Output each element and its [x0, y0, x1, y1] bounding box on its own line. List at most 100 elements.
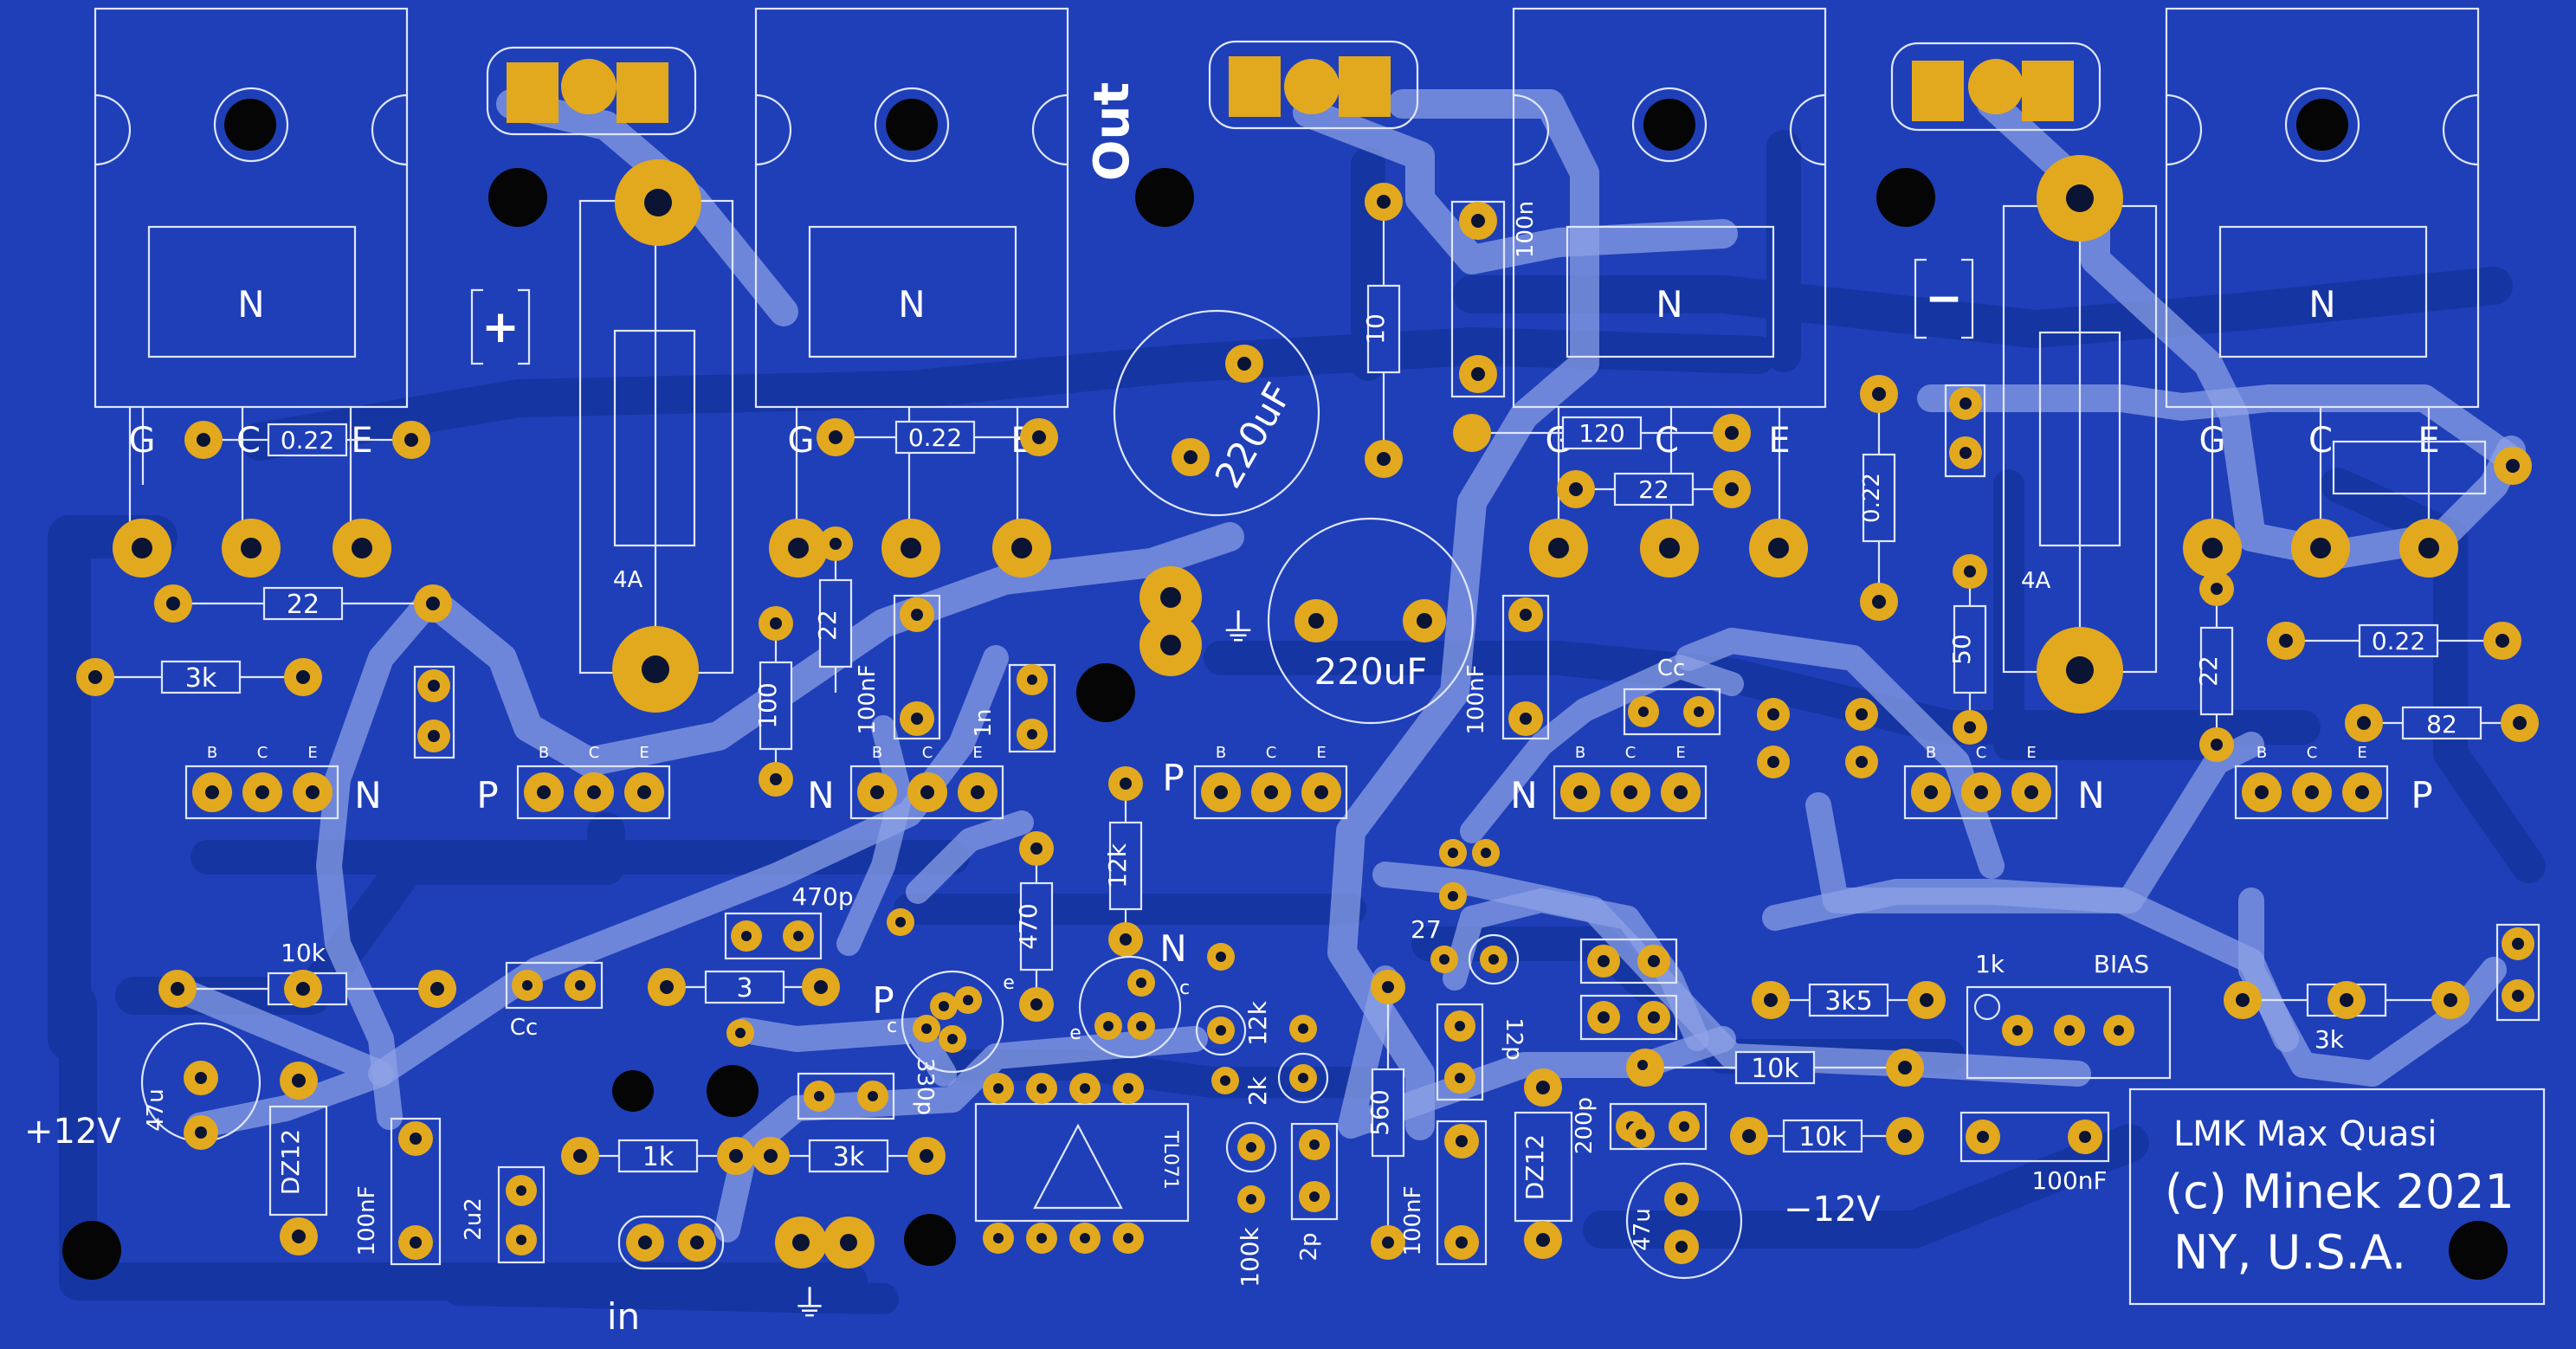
- svg-text:27: 27: [1411, 915, 1442, 944]
- svg-text:12k: 12k: [1243, 1000, 1272, 1046]
- resistor-r022e: [2332, 440, 2532, 495]
- svg-text:2u2: 2u2: [461, 1197, 487, 1241]
- resistor-r10kc: 10k: [1730, 1117, 1924, 1155]
- svg-text:50: 50: [1947, 634, 1976, 665]
- input-connectors: [617, 1215, 875, 1270]
- svg-text:1k: 1k: [1975, 950, 2005, 978]
- svg-text:BIAS: BIAS: [2094, 950, 2149, 978]
- pin-label-c: C: [2308, 421, 2333, 461]
- svg-text:0.22: 0.22: [908, 423, 962, 452]
- svg-text:100k: 100k: [1236, 1226, 1264, 1287]
- svg-text:3k: 3k: [833, 1142, 865, 1172]
- svg-text:100: 100: [753, 682, 782, 728]
- resistor-r3kb: 3k: [752, 1137, 946, 1175]
- svg-text:N: N: [354, 774, 381, 816]
- resistor-r3kc: 3k: [2224, 981, 2469, 1054]
- svg-text:C: C: [589, 744, 600, 762]
- svg-text:47u: 47u: [1630, 1208, 1656, 1251]
- resistor-r1k: 1k: [561, 1137, 755, 1175]
- svg-text:200p: 200p: [1572, 1097, 1598, 1154]
- cap-2u2: 2u2: [461, 1165, 546, 1264]
- svg-text:P: P: [1162, 757, 1184, 799]
- svg-text:B: B: [207, 744, 217, 762]
- driver-2: B C E P: [476, 744, 671, 820]
- svg-text:22: 22: [1638, 475, 1669, 504]
- cap-value-label: 220uF: [1314, 650, 1428, 693]
- resistor-r2k-label: 2k: [1243, 1075, 1272, 1106]
- svg-text:P: P: [2411, 774, 2432, 816]
- svg-text:2k: 2k: [1243, 1075, 1272, 1106]
- resistor-r022d: 0.22: [2267, 622, 2521, 660]
- misc-pads: [413, 384, 2540, 1213]
- resistors: 0.22 0.22 120 22 22: [76, 183, 2539, 1288]
- svg-text:Cc: Cc: [1657, 655, 1685, 681]
- svg-text:E: E: [1675, 744, 1685, 762]
- svg-text:100nF: 100nF: [2031, 1166, 2107, 1195]
- driver-4: B C E P: [1162, 744, 1348, 820]
- svg-text:E: E: [1316, 744, 1326, 762]
- svg-text:B: B: [1575, 744, 1585, 762]
- svg-text:e: e: [1069, 1023, 1081, 1044]
- resistor-r22b: 22: [813, 526, 853, 693]
- svg-text:B: B: [1216, 744, 1226, 762]
- label-plus: +: [481, 301, 520, 353]
- cap-100nF-a: 100nF: [855, 594, 941, 740]
- cap-cc1: Cc: [505, 961, 604, 1041]
- svg-text:22: 22: [287, 590, 320, 620]
- pin-label-e: E: [1768, 421, 1790, 461]
- label-ground-main: ⏚: [1219, 606, 1257, 650]
- svg-text:N: N: [1510, 774, 1537, 816]
- diode-dz12-b: DZ12: [1514, 1068, 1573, 1259]
- svg-text:B: B: [2256, 744, 2267, 762]
- pin-label-g: G: [2199, 421, 2226, 461]
- resistor-r3ka: 3k: [76, 658, 322, 696]
- mounting-holes: [62, 99, 2508, 1280]
- svg-text:3k5: 3k5: [1824, 986, 1873, 1017]
- driver-6: B C E N: [1903, 744, 2105, 820]
- svg-text:E: E: [639, 744, 649, 762]
- cap-47u-b: 47u: [1625, 1162, 1743, 1280]
- terminal-blocks: [486, 40, 2101, 136]
- cap-12p: 12p: [1436, 1003, 1527, 1101]
- diode-dz12-a: DZ12: [268, 1062, 328, 1255]
- mosfet-2: N: [754, 7, 1069, 409]
- driver-7: B C E P: [2234, 744, 2433, 820]
- svg-text:N: N: [2077, 774, 2104, 816]
- resistor-r022b: 0.22: [817, 418, 1058, 456]
- svg-text:100n: 100n: [1513, 201, 1539, 258]
- resistor-r22c: 22: [1557, 470, 1751, 508]
- svg-text:330p: 330p: [912, 1058, 938, 1115]
- mosfet-3: N: [1512, 7, 1827, 409]
- driver-transistors: B C E N B C E P B C E N: [184, 744, 2433, 820]
- label-out: Out: [1084, 82, 1140, 181]
- svg-text:22: 22: [2194, 655, 2223, 687]
- svg-text:C: C: [2307, 744, 2318, 762]
- transistor-n: N c e: [1069, 927, 1190, 1059]
- svg-text:0.22: 0.22: [1859, 473, 1885, 523]
- svg-text:100nF: 100nF: [855, 664, 881, 734]
- svg-text:E: E: [2026, 744, 2036, 762]
- svg-text:0.22: 0.22: [2372, 627, 2425, 655]
- fuse-label: 4A: [613, 567, 643, 593]
- mosfet-4: N: [2165, 7, 2480, 409]
- svg-text:3k: 3k: [2315, 1025, 2345, 1054]
- transistor-p: P c e: [872, 970, 1015, 1074]
- mosfet-type-label: N: [1656, 283, 1682, 326]
- driver-3: B C E N: [807, 744, 1004, 820]
- svg-text:47u: 47u: [143, 1088, 169, 1132]
- svg-text:B: B: [1926, 744, 1936, 762]
- resistor-r3: 3: [648, 968, 840, 1006]
- board-labels: Out + − +12V −12V in ⏚ ⏚: [24, 82, 1974, 1338]
- svg-text:e: e: [1003, 972, 1015, 994]
- resistor-r022a: 0.22: [184, 421, 430, 459]
- title-line-2: (c) Minek 2021: [2165, 1165, 2515, 1219]
- svg-text:120: 120: [1579, 419, 1624, 448]
- resistor-r22d: 22: [2194, 571, 2234, 762]
- svg-text:10k: 10k: [281, 939, 326, 967]
- cap-1n: 1n: [971, 663, 1056, 753]
- svg-text:3: 3: [736, 973, 752, 1004]
- svg-text:3k: 3k: [185, 663, 217, 694]
- driver-1: B C E N: [184, 744, 382, 820]
- resistor-r100: 100: [753, 606, 793, 797]
